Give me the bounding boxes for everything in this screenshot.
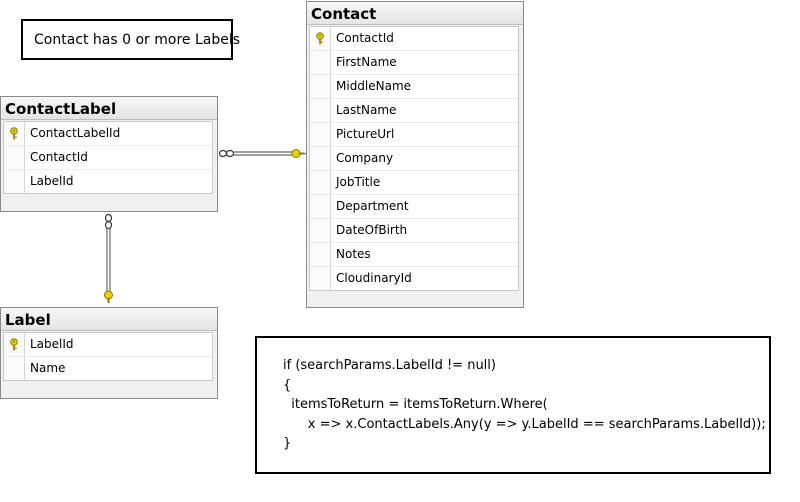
column-row[interactable]: DateOfBirth bbox=[310, 219, 518, 243]
table-title: Label bbox=[1, 308, 217, 331]
column-name: ContactLabelId bbox=[30, 126, 121, 140]
code-line: if (searchParams.LabelId != null) bbox=[283, 358, 496, 373]
row-selector bbox=[310, 27, 331, 50]
note-text: Contact has 0 or more Labels bbox=[34, 31, 241, 48]
column-name: Name bbox=[30, 361, 66, 375]
row-selector bbox=[4, 146, 25, 169]
column-row[interactable]: FirstName bbox=[310, 51, 518, 75]
row-selector bbox=[310, 243, 331, 266]
column-row[interactable]: JobTitle bbox=[310, 171, 518, 195]
table-title: ContactLabel bbox=[1, 97, 217, 120]
column-row[interactable]: ContactId bbox=[4, 146, 212, 170]
column-row[interactable]: LastName bbox=[310, 99, 518, 123]
key-end-icon bbox=[291, 149, 304, 158]
primary-key-icon bbox=[10, 127, 18, 140]
code-snippet: if (searchParams.LabelId != null) { items… bbox=[255, 336, 771, 474]
code-line: { bbox=[283, 377, 292, 393]
column-name: Notes bbox=[336, 247, 371, 261]
column-row[interactable]: CloudinaryId bbox=[310, 267, 518, 290]
column-name: LabelId bbox=[30, 174, 74, 188]
row-selector bbox=[310, 195, 331, 218]
row-selector bbox=[4, 333, 25, 356]
column-row[interactable]: Department bbox=[310, 195, 518, 219]
column-name: PictureUrl bbox=[336, 127, 395, 141]
column-name: LabelId bbox=[30, 337, 74, 351]
column-row[interactable]: MiddleName bbox=[310, 75, 518, 99]
column-row[interactable]: Notes bbox=[310, 243, 518, 267]
key-end-icon bbox=[104, 290, 113, 303]
row-selector bbox=[310, 123, 331, 146]
row-selector bbox=[310, 267, 331, 290]
row-selector bbox=[310, 75, 331, 98]
many-end-icon bbox=[218, 149, 235, 158]
column-row[interactable]: ContactLabelId bbox=[4, 122, 212, 146]
column-name: JobTitle bbox=[336, 175, 381, 189]
code-line: itemsToReturn = itemsToReturn.Where( bbox=[283, 397, 548, 412]
primary-key-icon bbox=[316, 32, 324, 45]
row-selector bbox=[310, 99, 331, 122]
column-name: ContactId bbox=[336, 31, 394, 45]
many-end-icon bbox=[104, 213, 113, 230]
column-row[interactable]: Name bbox=[4, 357, 212, 380]
column-name: MiddleName bbox=[336, 79, 412, 93]
row-selector bbox=[310, 219, 331, 242]
relationship-contactlabel-contact[interactable] bbox=[218, 149, 308, 158]
relationship-contactlabel-label[interactable] bbox=[104, 213, 113, 304]
column-row[interactable]: Company bbox=[310, 147, 518, 171]
column-name: CloudinaryId bbox=[336, 271, 412, 285]
column-name: Company bbox=[336, 151, 394, 165]
primary-key-icon bbox=[10, 338, 18, 351]
column-name: FirstName bbox=[336, 55, 397, 69]
row-selector bbox=[310, 171, 331, 194]
row-selector bbox=[310, 147, 331, 170]
code-line: } bbox=[283, 436, 292, 451]
table-title: Contact bbox=[307, 2, 523, 25]
row-selector bbox=[4, 170, 25, 193]
column-row[interactable]: ContactId bbox=[310, 27, 518, 51]
column-row[interactable]: LabelId bbox=[4, 333, 212, 357]
row-selector bbox=[310, 51, 331, 74]
row-selector bbox=[4, 357, 25, 380]
column-name: ContactId bbox=[30, 150, 88, 164]
note-box: Contact has 0 or more Labels bbox=[21, 19, 240, 60]
row-selector bbox=[4, 122, 25, 145]
column-name: LastName bbox=[336, 103, 397, 117]
code-line: x => x.ContactLabels.Any(y => y.LabelId … bbox=[283, 416, 766, 432]
column-name: DateOfBirth bbox=[336, 223, 408, 237]
column-name: Department bbox=[336, 199, 409, 213]
column-row[interactable]: PictureUrl bbox=[310, 123, 518, 147]
column-row[interactable]: LabelId bbox=[4, 170, 212, 193]
